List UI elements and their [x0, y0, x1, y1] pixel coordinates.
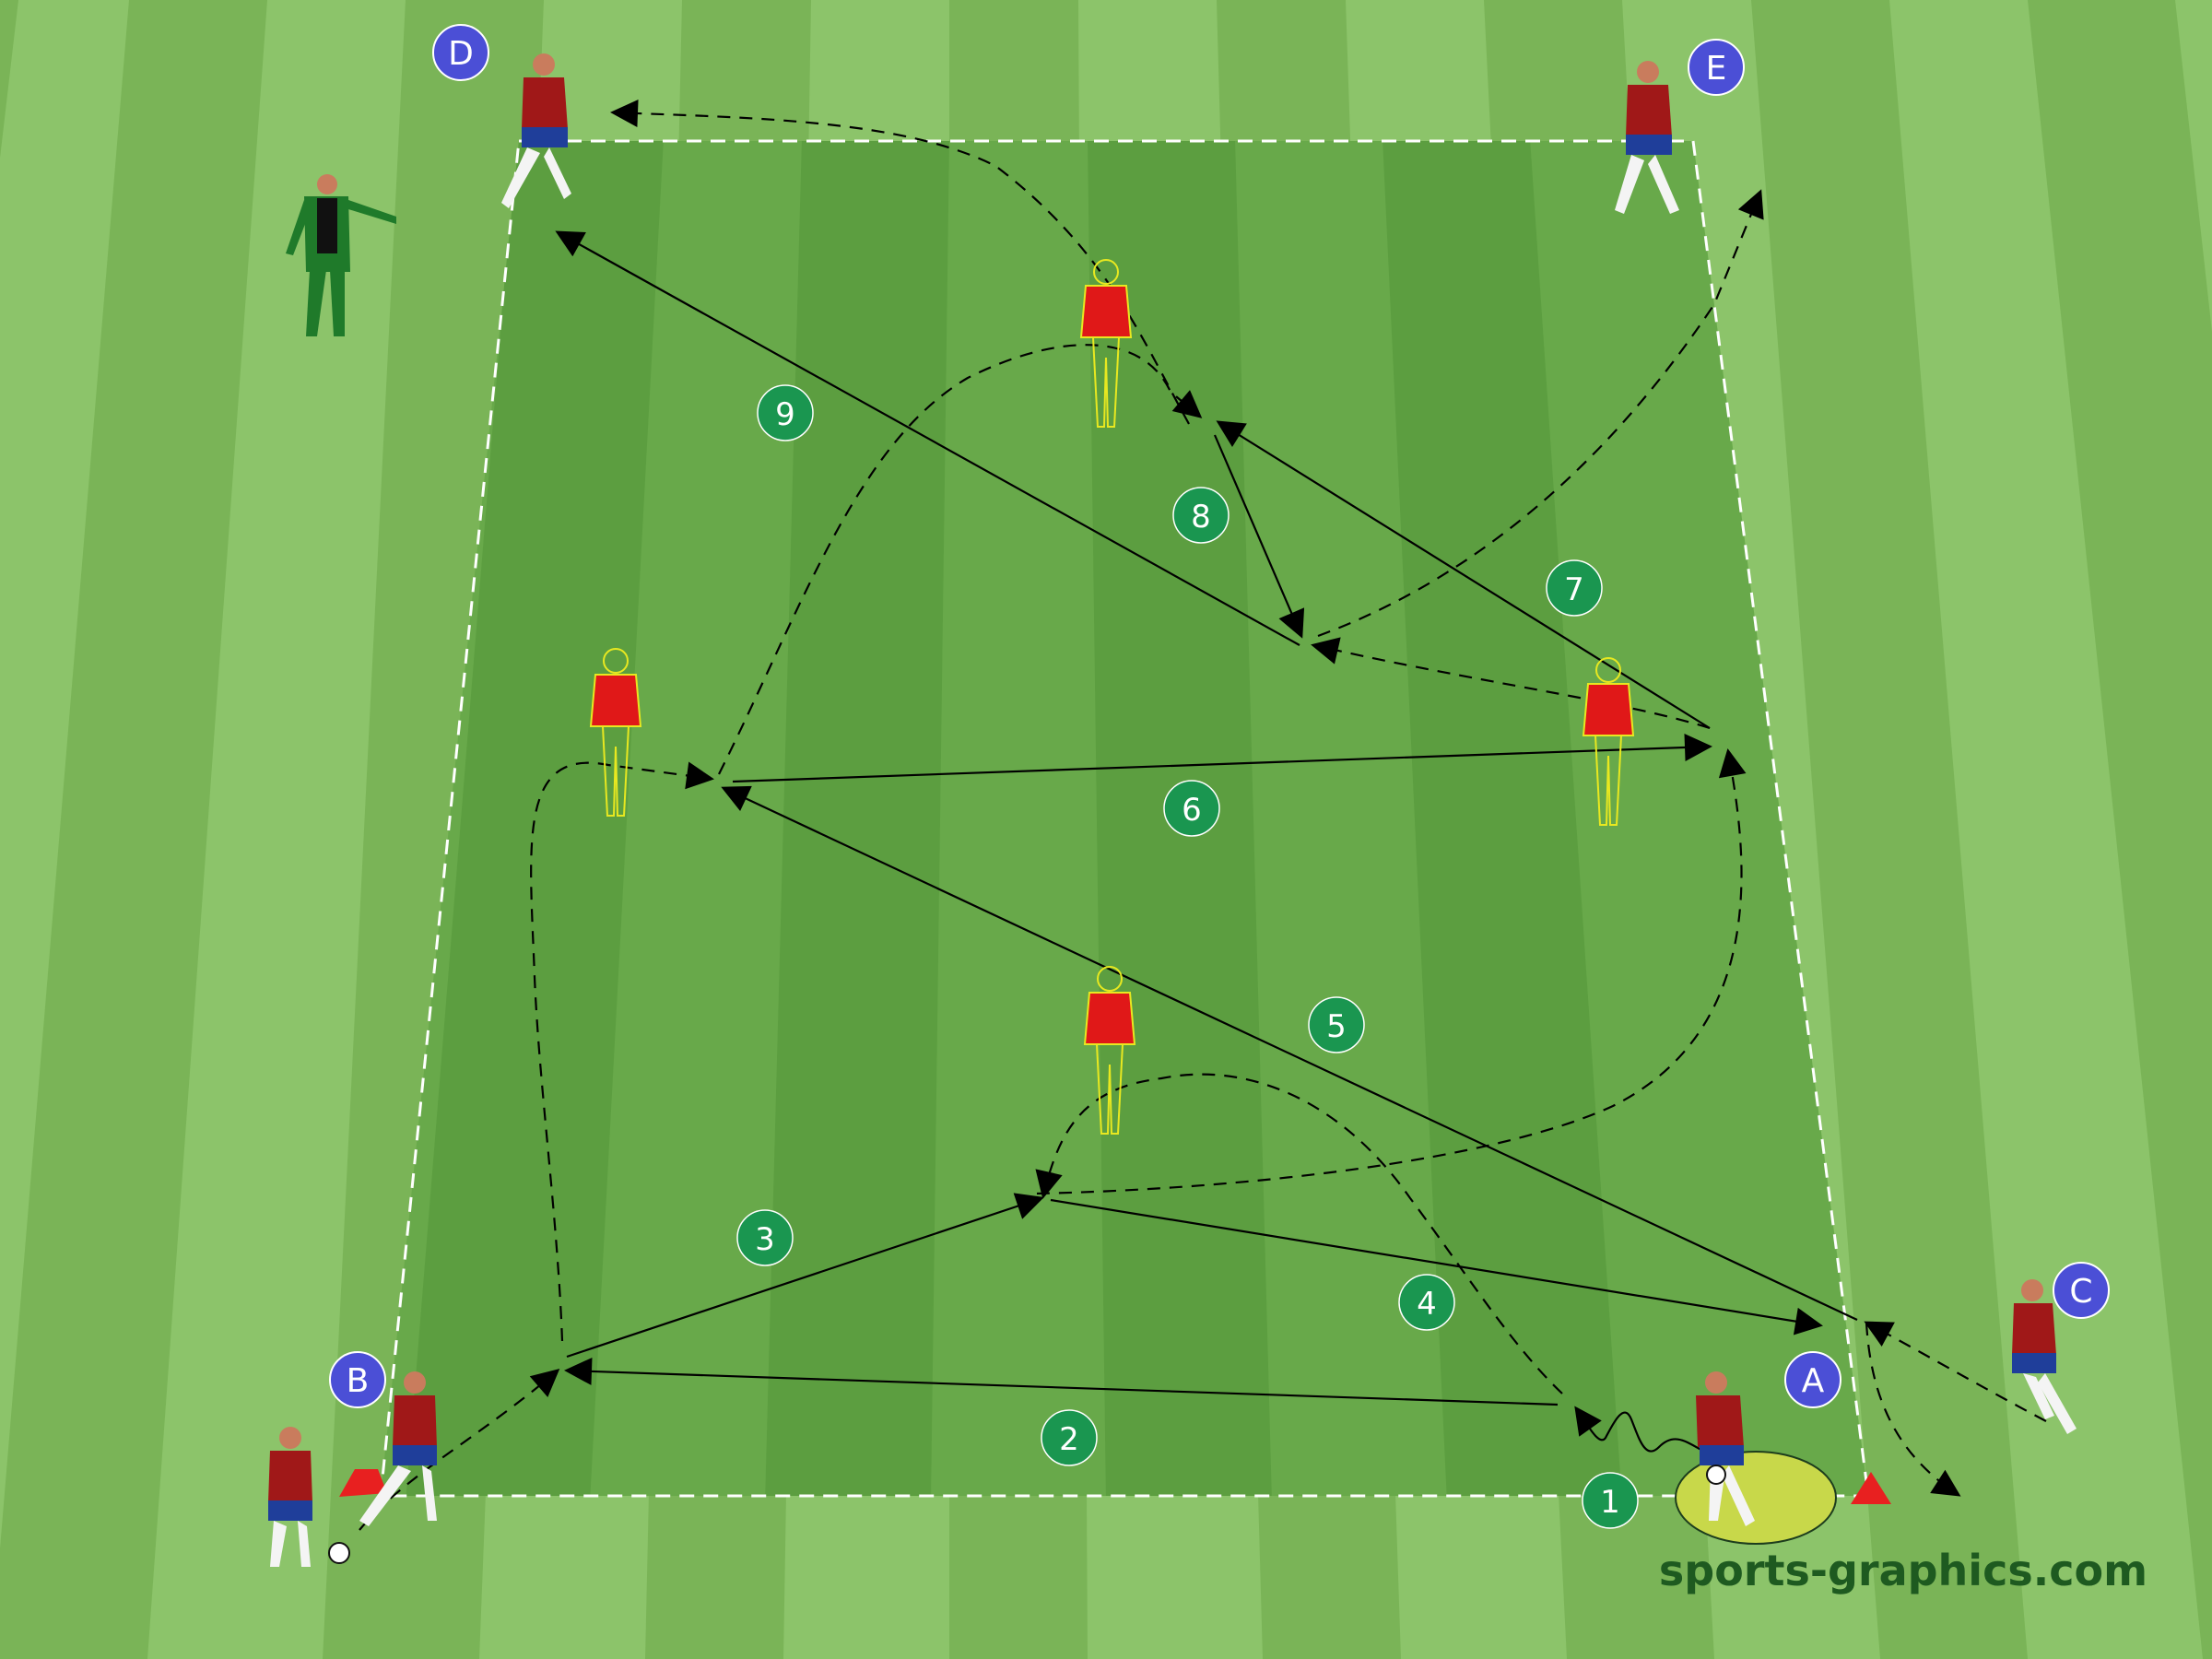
step-badge-5: 5 [1308, 996, 1365, 1053]
pass-line-9 [555, 230, 1300, 646]
player-label-d: D [432, 24, 489, 81]
run-c [1864, 1321, 2047, 1422]
pass-line-6 [732, 733, 1712, 783]
watermark-text: sports-graphics.com [1659, 1546, 2147, 1595]
step-badge-3: 3 [736, 1209, 794, 1266]
run-7 [1311, 637, 1711, 730]
pass-line-2 [564, 1357, 1559, 1406]
player-badges: D E A B C [329, 24, 2110, 1408]
run-e [1317, 189, 1764, 638]
step-badge-1: 1 [1582, 1472, 1639, 1529]
run-d [610, 100, 1190, 425]
svg-text:1: 1 [1600, 1484, 1620, 1521]
player-label-a: A [1784, 1351, 1841, 1408]
player-d-figure [501, 53, 571, 208]
step-badge-7: 7 [1546, 559, 1603, 617]
dribble-path [1574, 1406, 1715, 1458]
player-label-e: E [1688, 39, 1745, 96]
svg-text:4: 4 [1417, 1286, 1437, 1323]
svg-text:A: A [1802, 1362, 1825, 1400]
coach-figure [286, 174, 396, 336]
svg-text:3: 3 [755, 1221, 775, 1258]
svg-text:2: 2 [1059, 1421, 1079, 1458]
step-badge-4: 4 [1398, 1274, 1455, 1331]
players [268, 53, 2077, 1567]
player-b-figure [359, 1371, 437, 1526]
step-badges: 1 2 3 4 5 6 7 8 [736, 384, 1639, 1529]
pass-line-5 [721, 785, 1858, 1321]
mannequin [1582, 657, 1635, 826]
mannequin [1079, 259, 1133, 428]
player-label-b: B [329, 1351, 386, 1408]
svg-text:5: 5 [1326, 1008, 1347, 1045]
svg-text:E: E [1706, 50, 1727, 88]
run-4 [1035, 1073, 1563, 1394]
step-badge-8: 8 [1172, 487, 1230, 544]
player-a-figure [1696, 1371, 1755, 1526]
mannequins [589, 259, 1635, 1135]
svg-text:9: 9 [775, 396, 795, 433]
ball [1706, 1465, 1726, 1485]
pass-line-7 [1216, 420, 1711, 729]
step-badge-6: 6 [1163, 780, 1220, 837]
cone [339, 1469, 387, 1497]
cones [339, 1469, 1891, 1504]
pass-line-3 [566, 1193, 1044, 1359]
svg-text:7: 7 [1564, 571, 1584, 608]
run-c-after [1865, 1322, 1961, 1497]
player-e-figure [1615, 61, 1679, 214]
movement-lines [359, 100, 2047, 1531]
balls [328, 1465, 1726, 1564]
pass-line-8 [1213, 434, 1305, 639]
run-first-player [530, 761, 714, 1342]
svg-text:B: B [347, 1362, 370, 1400]
cone [1851, 1472, 1891, 1504]
svg-text:D: D [448, 35, 474, 73]
player-label-c: C [2053, 1262, 2110, 1319]
pass-line-4 [1050, 1198, 1823, 1335]
step-badge-2: 2 [1041, 1409, 1098, 1466]
svg-text:6: 6 [1182, 792, 1202, 829]
mannequin [589, 648, 642, 817]
ball [328, 1542, 350, 1564]
svg-text:C: C [2069, 1273, 2092, 1311]
mannequin [1083, 966, 1136, 1135]
waiting-player-figure [268, 1427, 312, 1567]
step-badge-9: 9 [757, 384, 814, 441]
player-c-figure [2012, 1279, 2077, 1434]
run-6 [1036, 748, 1747, 1195]
svg-text:8: 8 [1191, 499, 1211, 535]
